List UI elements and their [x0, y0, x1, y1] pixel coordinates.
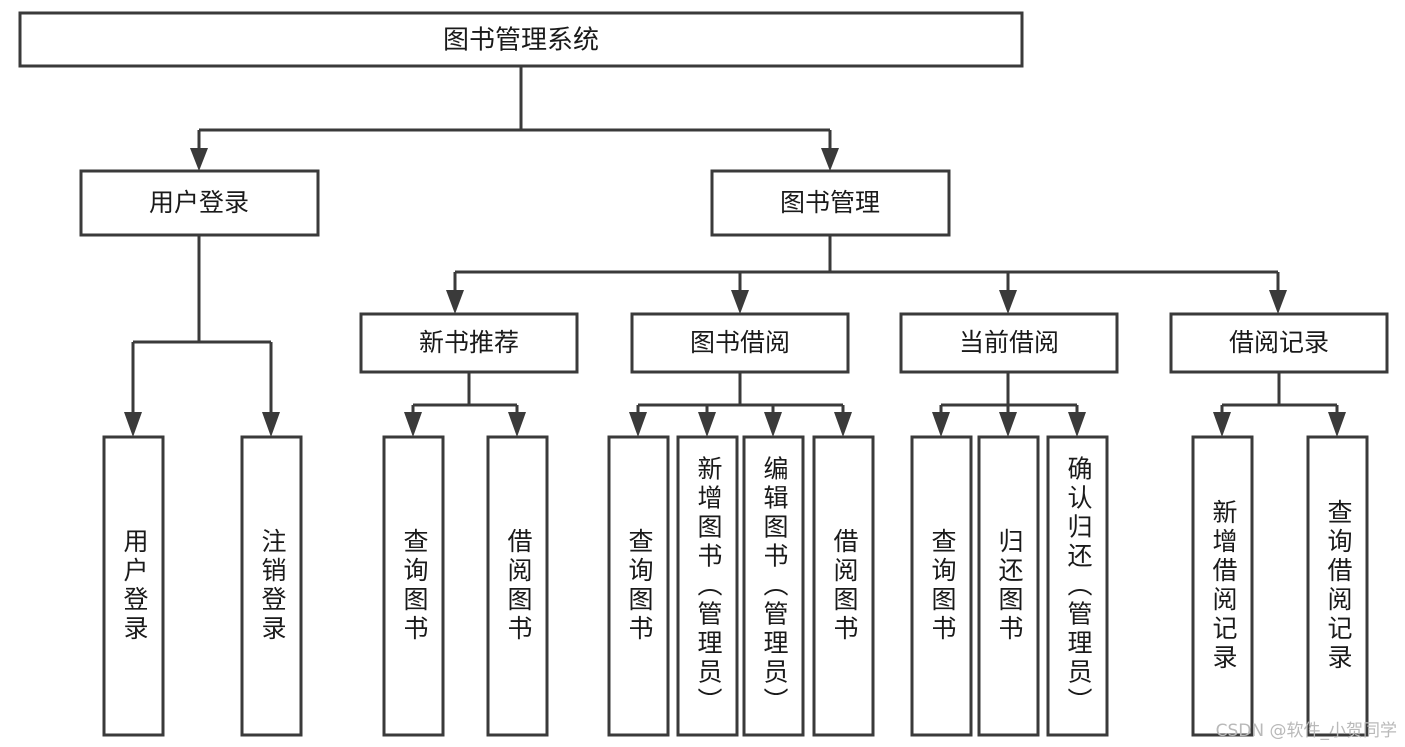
leaf-book-borrow-1-label: 查询图书 — [625, 528, 654, 644]
leaf-user-login-2-label: 注销登录 — [258, 528, 287, 644]
leaf-borrow-record-2-label: 查询借阅记录 — [1324, 499, 1353, 673]
leaf-book-borrow-3[interactable]: 编辑图书（管理员） — [742, 435, 805, 737]
node-new-book-recommend[interactable]: 新书推荐 — [359, 312, 579, 374]
arrow-book-borrow-leaf4 — [834, 412, 852, 437]
leaf-user-login-1[interactable]: 用户登录 — [102, 435, 165, 737]
node-user-login-box[interactable] — [79, 169, 320, 237]
leaf-user-login-2[interactable]: 注销登录 — [240, 435, 303, 737]
leaf-current-borrow-2-box[interactable] — [977, 435, 1040, 737]
node-root[interactable]: 图书管理系统 — [18, 11, 1024, 68]
arrow-to-book-mgmt — [821, 148, 839, 171]
leaf-book-borrow-2[interactable]: 新增图书（管理员） — [676, 435, 739, 737]
node-book-management-label: 图书管理 — [780, 188, 880, 217]
arrow-to-user-login — [190, 148, 208, 171]
node-user-login-label: 用户登录 — [149, 188, 249, 217]
node-book-borrow-box[interactable] — [630, 312, 850, 374]
node-borrow-record-label: 借阅记录 — [1229, 328, 1329, 357]
leaf-new-book-1-box[interactable] — [382, 435, 445, 737]
leaf-book-borrow-2-box[interactable] — [676, 435, 739, 737]
connector-group — [124, 66, 1346, 437]
leaf-current-borrow-2-label: 归还图书 — [995, 528, 1024, 644]
leaf-current-borrow-3-label: 确认归还（管理员） — [1064, 456, 1093, 717]
leaf-book-borrow-3-label: 编辑图书（管理员） — [760, 456, 789, 717]
node-root-label: 图书管理系统 — [443, 26, 599, 56]
leaf-borrow-record-2-box[interactable] — [1306, 435, 1369, 737]
leaf-book-borrow-4[interactable]: 借阅图书 — [812, 435, 875, 737]
leaf-user-login-2-box[interactable] — [240, 435, 303, 737]
node-book-management[interactable]: 图书管理 — [710, 169, 951, 237]
leaf-book-borrow-2-label: 新增图书（管理员） — [694, 456, 723, 717]
leaf-borrow-record-1[interactable]: 新增借阅记录 — [1191, 435, 1254, 737]
leaf-new-book-2-box[interactable] — [486, 435, 549, 737]
arrow-to-borrow-record — [1269, 290, 1287, 314]
node-book-management-box[interactable] — [710, 169, 951, 237]
node-book-borrow[interactable]: 图书借阅 — [630, 312, 850, 374]
leaf-borrow-record-1-label: 新增借阅记录 — [1209, 499, 1238, 673]
leaf-new-book-2[interactable]: 借阅图书 — [486, 435, 549, 737]
node-book-borrow-label: 图书借阅 — [690, 328, 790, 357]
node-root-box[interactable] — [18, 11, 1024, 68]
leaf-current-borrow-3[interactable]: 确认归还（管理员） — [1046, 435, 1109, 737]
leaf-new-book-1-label: 查询图书 — [400, 528, 429, 644]
node-borrow-record-box[interactable] — [1169, 312, 1389, 374]
arrow-new-book-leaf1 — [404, 412, 422, 437]
leaf-user-login-1-box[interactable] — [102, 435, 165, 737]
leaf-user-login-1-label: 用户登录 — [120, 528, 149, 644]
leaf-current-borrow-1-box[interactable] — [910, 435, 973, 737]
arrow-borrow-record-leaf1 — [1213, 412, 1231, 437]
arrow-to-book-borrow — [731, 290, 749, 314]
node-borrow-record[interactable]: 借阅记录 — [1169, 312, 1389, 374]
leaf-book-borrow-1[interactable]: 查询图书 — [607, 435, 670, 737]
leaf-new-book-2-label: 借阅图书 — [504, 528, 533, 644]
leaf-book-borrow-1-box[interactable] — [607, 435, 670, 737]
arrow-to-current-borrow — [999, 290, 1017, 314]
leaf-current-borrow-1[interactable]: 查询图书 — [910, 435, 973, 737]
arrow-current-borrow-leaf1 — [932, 412, 950, 437]
leaf-current-borrow-1-label: 查询图书 — [928, 528, 957, 644]
leaf-new-book-1[interactable]: 查询图书 — [382, 435, 445, 737]
arrow-new-book-leaf2 — [508, 412, 526, 437]
leaf-book-borrow-4-box[interactable] — [812, 435, 875, 737]
leaf-book-borrow-4-label: 借阅图书 — [830, 528, 859, 644]
arrow-user-login-leaf1 — [124, 412, 142, 437]
arrow-book-borrow-leaf1 — [629, 412, 647, 437]
arrow-book-borrow-leaf3 — [764, 412, 782, 437]
node-current-borrow[interactable]: 当前借阅 — [899, 312, 1119, 374]
arrow-book-borrow-leaf2 — [698, 412, 716, 437]
leaf-borrow-record-1-box[interactable] — [1191, 435, 1254, 737]
arrow-user-login-leaf2 — [262, 412, 280, 437]
node-new-book-recommend-label: 新书推荐 — [419, 328, 519, 357]
leaf-book-borrow-3-box[interactable] — [742, 435, 805, 737]
arrow-borrow-record-leaf2 — [1328, 412, 1346, 437]
leaf-current-borrow-3-box[interactable] — [1046, 435, 1109, 737]
arrow-current-borrow-leaf3 — [1068, 412, 1086, 437]
leaf-borrow-record-2[interactable]: 查询借阅记录 — [1306, 435, 1369, 737]
node-current-borrow-box[interactable] — [899, 312, 1119, 374]
node-user-login[interactable]: 用户登录 — [79, 169, 320, 237]
arrow-to-new-book — [446, 290, 464, 314]
node-new-book-recommend-box[interactable] — [359, 312, 579, 374]
arrow-current-borrow-leaf2 — [999, 412, 1017, 437]
leaf-current-borrow-2[interactable]: 归还图书 — [977, 435, 1040, 737]
node-current-borrow-label: 当前借阅 — [959, 328, 1059, 357]
